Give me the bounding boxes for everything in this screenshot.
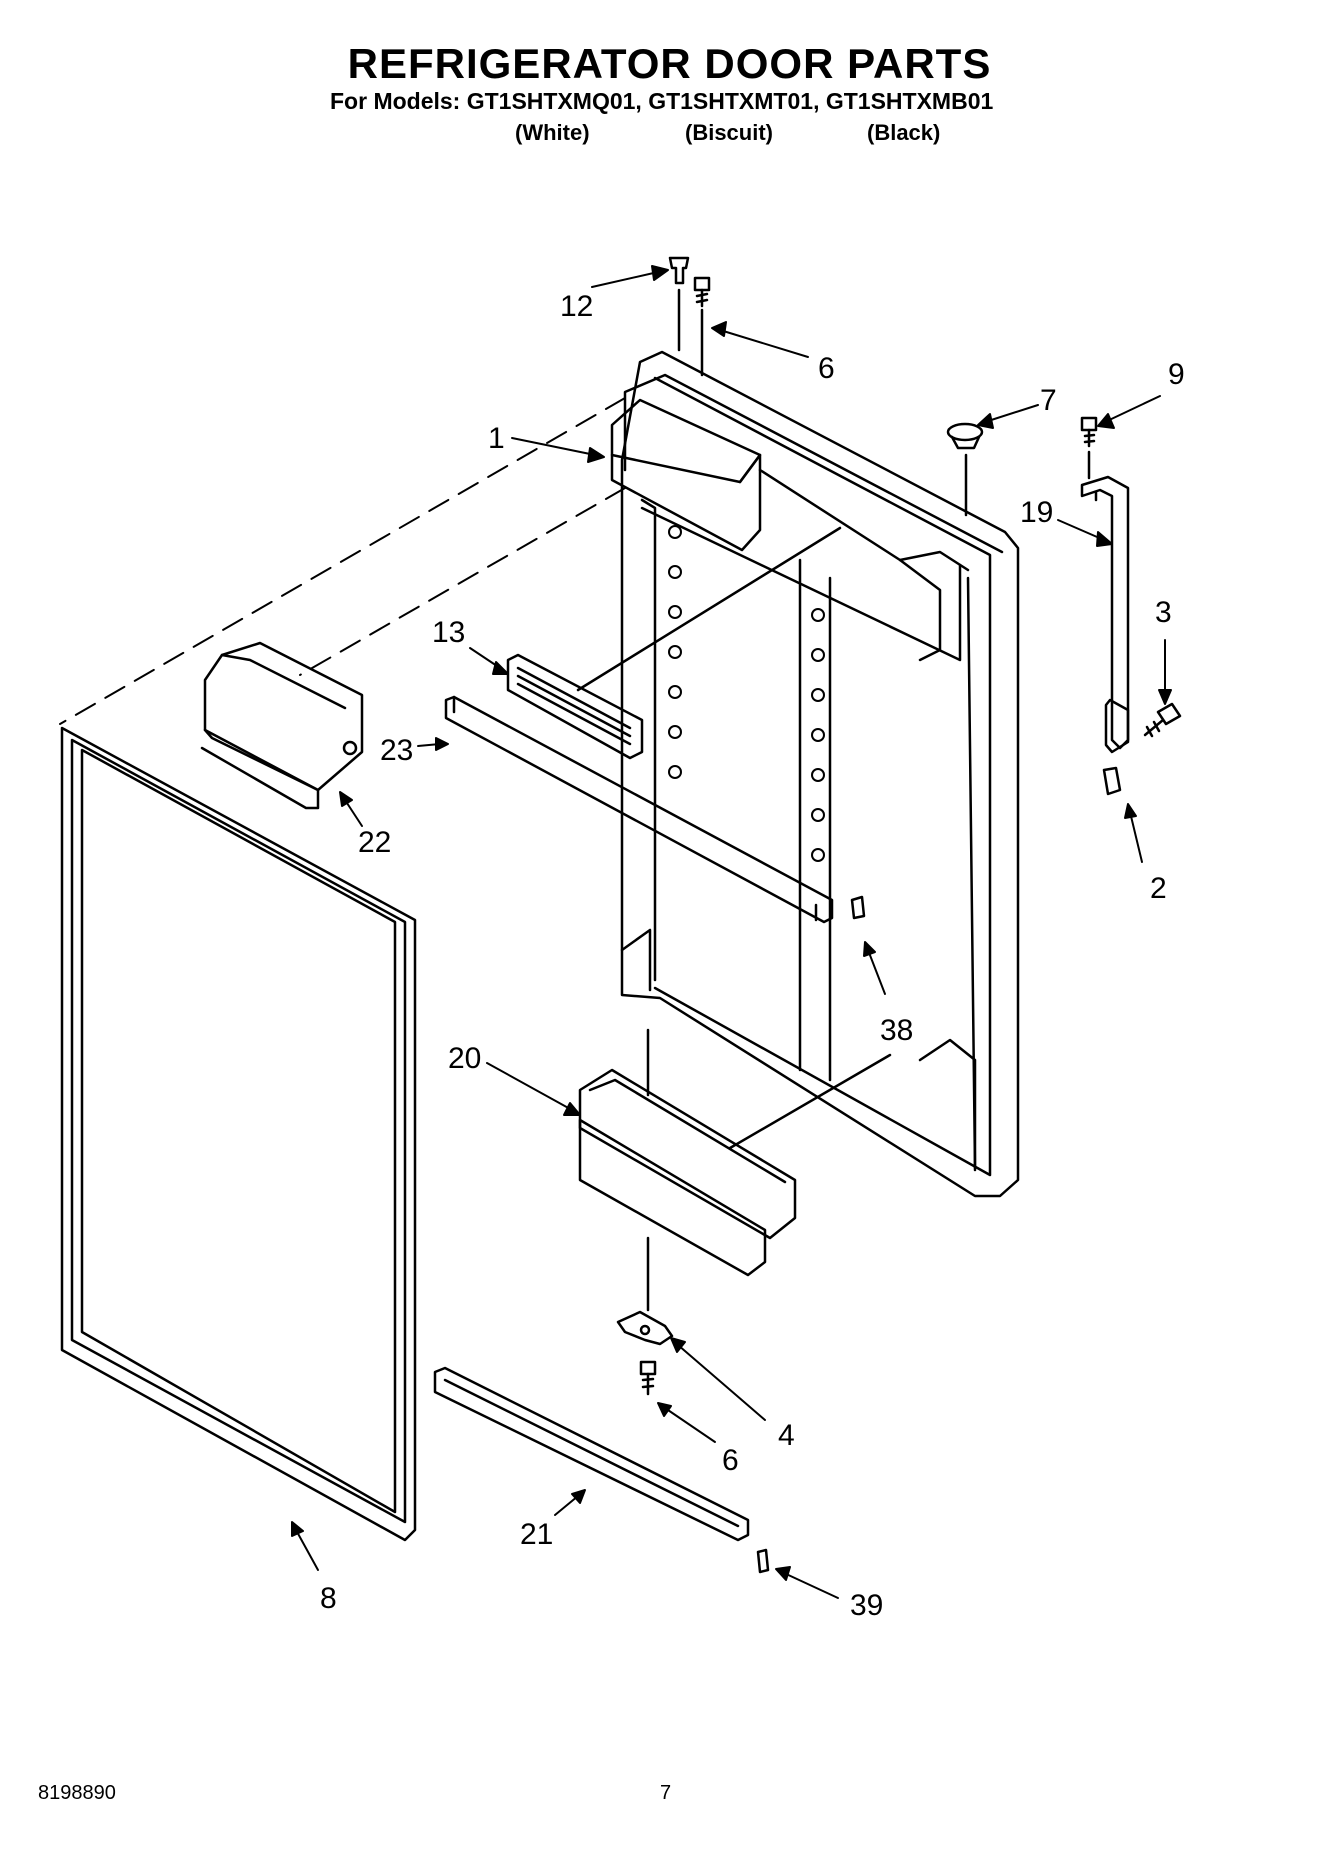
handle-screw-part xyxy=(1143,702,1182,738)
variant-biscuit: (Biscuit) xyxy=(685,120,773,145)
callout-1: 1 xyxy=(488,422,505,455)
hinge-screw-part xyxy=(1080,416,1098,480)
page-title: REFRIGERATOR DOOR PARTS xyxy=(347,40,992,87)
callout-12: 12 xyxy=(560,290,593,323)
gasket-part xyxy=(60,726,417,1542)
callout-13: 13 xyxy=(432,616,465,649)
alignment-lines xyxy=(59,397,626,725)
plug-part xyxy=(946,422,984,517)
callout-8: 8 xyxy=(320,1582,337,1615)
variant-white: (White) xyxy=(515,120,590,145)
callout-3: 3 xyxy=(1155,596,1172,629)
trim-clip-part xyxy=(850,895,866,920)
callout-21: 21 xyxy=(520,1518,553,1551)
callout-6-bottom: 6 xyxy=(722,1444,739,1477)
handle-part xyxy=(1080,475,1130,754)
bottom-trim-part xyxy=(433,1366,750,1542)
screw-bottom-part xyxy=(639,1360,657,1396)
trim-strip-part xyxy=(444,695,834,924)
cap-part xyxy=(668,256,690,352)
handle-clip-part xyxy=(1102,766,1122,796)
document-number: 8198890 xyxy=(38,1782,116,1804)
callout-22: 22 xyxy=(358,826,391,859)
bottom-hinge-part xyxy=(616,1310,674,1346)
callout-39: 39 xyxy=(850,1589,883,1622)
leader-arrows xyxy=(291,265,1172,1599)
callout-labels: 12 6 7 9 1 19 3 13 23 22 2 38 20 4 6 21 … xyxy=(320,290,1185,1622)
page-number: 7 xyxy=(660,1782,672,1804)
callout-2: 2 xyxy=(1150,872,1167,905)
bottom-clip-part xyxy=(756,1548,770,1574)
model-list: For Models: GT1SHTXMQ01, GT1SHTXMT01, GT… xyxy=(330,88,994,114)
callout-9: 9 xyxy=(1168,358,1185,391)
callout-19: 19 xyxy=(1020,496,1053,529)
dairy-bin-part xyxy=(200,641,364,810)
callout-38: 38 xyxy=(880,1014,913,1047)
shelf-pegs xyxy=(668,525,825,862)
callout-4: 4 xyxy=(778,1419,795,1452)
variant-black: (Black) xyxy=(867,120,941,145)
door-liner-part xyxy=(610,350,1020,1198)
callout-7: 7 xyxy=(1040,384,1057,417)
callout-20: 20 xyxy=(448,1042,481,1075)
callout-6-top: 6 xyxy=(818,352,835,385)
callout-23: 23 xyxy=(380,734,413,767)
screw-top-part xyxy=(693,276,711,377)
door-bin-part xyxy=(578,1028,892,1312)
shelf-panel-part xyxy=(506,526,842,760)
